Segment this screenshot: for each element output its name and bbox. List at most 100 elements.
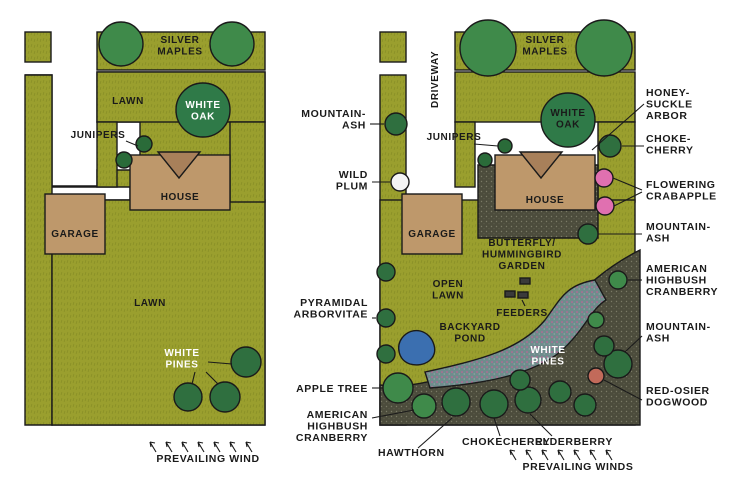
tree-elderberry — [514, 386, 542, 414]
callout-mountain-ash-3: MOUNTAIN-ASH — [646, 321, 711, 345]
right-wind-arrow-icon — [557, 449, 565, 461]
right-white-oak — [540, 92, 596, 148]
tree-white-pine-2 — [548, 380, 572, 404]
right-wind-arrows — [509, 449, 613, 461]
leader-honeysuckle — [591, 103, 645, 151]
callout-chokecherry-bottom: CHOKECHERRY — [462, 436, 550, 448]
right-wind-label: PREVAILING WINDS — [523, 461, 634, 473]
left-garage — [44, 193, 106, 255]
leader-crabapple — [612, 177, 643, 207]
tree-choke-cherry — [598, 134, 622, 158]
tree-cranberry-right — [608, 270, 628, 290]
left-juniper-2 — [115, 151, 133, 169]
right-plan — [370, 19, 645, 461]
right-garage — [401, 193, 463, 255]
left-wind-arrows — [149, 441, 253, 453]
tree-red-osier-1 — [587, 367, 605, 385]
tree-white-pine-4 — [593, 335, 615, 357]
right-lawn-side — [597, 121, 636, 203]
right-backyard-pond — [398, 329, 436, 366]
tree-apple — [382, 372, 414, 404]
left-white-pine-3 — [209, 381, 241, 413]
leader-feeders — [521, 299, 526, 307]
left-wind-arrow-icon — [197, 441, 205, 453]
right-wind-arrow-icon — [589, 449, 597, 461]
right-wind-arrow-icon — [541, 449, 549, 461]
left-pines-leader-1 — [207, 361, 233, 365]
left-white-oak — [175, 82, 231, 138]
left-lawn-side — [229, 121, 266, 203]
left-top-lawn-strip — [24, 31, 52, 63]
right-house-label: HOUSE — [526, 195, 565, 206]
left-pines-leader-2 — [191, 371, 196, 385]
left-white-pine-1 — [230, 346, 262, 378]
tree-white-pine-3 — [573, 393, 597, 417]
tree-mountain-ash-1 — [384, 112, 408, 136]
feeder-2 — [519, 277, 531, 285]
callout-choke-cherry: CHOKE-CHERRY — [646, 133, 694, 157]
right-wind-arrow-icon — [573, 449, 581, 461]
left-white-pine-2 — [173, 382, 203, 412]
tree-crabapple-1 — [594, 168, 614, 188]
right-top-lawn-strip — [379, 31, 407, 63]
leader-cranberry-left — [371, 409, 415, 419]
right-wind-arrow-icon — [525, 449, 533, 461]
callout-hawthorn: HAWTHORN — [378, 447, 445, 459]
tree-cranberry-left — [411, 393, 437, 419]
left-house-roof — [156, 151, 202, 180]
tree-arborvitae-2 — [376, 308, 396, 328]
left-garage-label: GARAGE — [51, 229, 99, 240]
leader-elderberry — [529, 413, 553, 437]
tree-chokecherry-bottom — [479, 389, 509, 419]
tree-arborvitae-3 — [376, 344, 396, 364]
tree-white-pine-1 — [509, 369, 531, 391]
right-silver-maple-1 — [459, 19, 517, 77]
left-wind-arrow-icon — [181, 441, 189, 453]
left-lawn-main-label: LAWN — [134, 298, 166, 309]
left-silver-maple-2 — [209, 21, 255, 67]
tree-crabapple-2 — [595, 196, 615, 216]
callout-mountain-ash-2: MOUNTAIN-ASH — [646, 221, 711, 245]
leader-red-osier — [603, 379, 643, 401]
tree-hawthorn — [441, 387, 471, 417]
right-garden-path — [424, 279, 607, 389]
right-silver-maple-2 — [575, 19, 633, 77]
left-plan — [24, 21, 266, 453]
callout-apple-tree: APPLE TREE — [296, 383, 368, 395]
callout-mountain-ash-1: MOUNTAIN-ASH — [301, 108, 366, 132]
feeders-label: FEEDERS — [496, 308, 547, 319]
left-house-label: HOUSE — [161, 192, 200, 203]
tree-mountain-ash-2 — [577, 223, 599, 245]
left-wind-arrow-icon — [165, 441, 173, 453]
driveway-label: DRIVEWAY — [430, 51, 441, 108]
feeder-1 — [504, 290, 516, 298]
left-wind-arrow-icon — [245, 441, 253, 453]
right-wind-arrow-icon — [605, 449, 613, 461]
shrub-garden-1 — [587, 311, 605, 329]
left-junipers-leader — [125, 140, 139, 147]
left-junipers-label: JUNIPERS — [71, 130, 126, 141]
feeder-3 — [517, 291, 529, 299]
left-wind-arrow-icon — [229, 441, 237, 453]
right-house-roof — [518, 151, 564, 180]
leader-mountain-ash-3 — [624, 335, 643, 353]
left-lawn-top-label: LAWN — [112, 96, 144, 107]
left-juniper-1 — [135, 135, 153, 153]
left-silver-maple-1 — [98, 21, 144, 67]
left-pines-leader-3 — [205, 371, 219, 385]
right-lawn-strip — [454, 121, 476, 188]
tree-mountain-ash-3 — [603, 349, 633, 379]
